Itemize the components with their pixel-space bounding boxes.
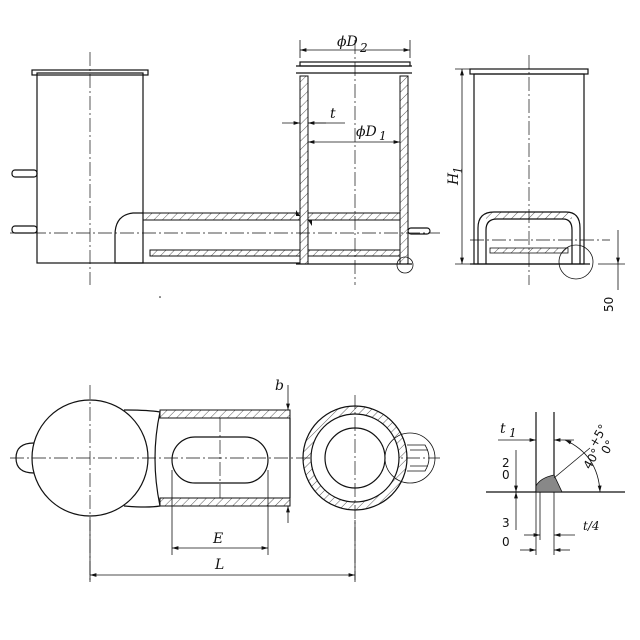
angle-label-group: 40° +5° 0° [580, 422, 617, 472]
left-plan-handle [15, 442, 35, 474]
d2-subscript: 2 [359, 41, 368, 55]
side-channel-hatch [486, 212, 572, 219]
angle-tol-zero: 0° [598, 438, 617, 457]
weld-fillet [535, 474, 563, 493]
plan-channel-bottom [159, 497, 291, 507]
dev-bot-b: 0 [502, 535, 510, 549]
stray-dot [159, 296, 161, 298]
left-handle-lower [11, 225, 38, 234]
fifty-label: 50 [602, 297, 616, 312]
inner-plate-lower [307, 249, 401, 257]
channel-bottom-wall [149, 249, 301, 257]
channel-end-cap [114, 212, 143, 264]
d2-label: ϕD [337, 34, 358, 50]
channel-top-wall [142, 212, 301, 221]
b-label: b [275, 378, 284, 394]
channel-bulge [123, 409, 161, 508]
dev-top-b: 0 [502, 468, 510, 482]
left-handle-upper [11, 169, 38, 178]
weld-detail-view: t 1 2 0 3 0 t/4 40° +5° 0° [486, 412, 625, 555]
fifty-label-group: 50 [602, 297, 616, 312]
cylinder-right-handle [407, 227, 431, 235]
weld-detail-circle [396, 256, 414, 274]
side-base-plate [489, 247, 569, 254]
h1-label-group: H 1 [446, 166, 465, 186]
t1-label: t [500, 421, 506, 437]
l-label: L [214, 557, 224, 573]
plan-right-lug [407, 444, 430, 472]
cylinder-right-wall [399, 75, 409, 265]
front-elevation-view: ϕD 2 t ϕD 1 [10, 34, 440, 285]
angle-arc [564, 439, 602, 493]
h1-subscript: 1 [451, 166, 465, 174]
t1-subscript: 1 [509, 426, 517, 440]
dev-top-a: 2 [502, 456, 510, 470]
t-label: t [330, 106, 336, 122]
left-tank-circle [31, 399, 149, 517]
plan-channel-top [159, 409, 291, 419]
side-detail-circle [558, 244, 594, 280]
d1-label: ϕD [356, 124, 377, 140]
inner-plate-upper [307, 212, 401, 221]
t4-label: t/4 [583, 519, 600, 533]
dev-bot-a: 3 [502, 516, 510, 530]
d1-subscript: 1 [379, 129, 387, 143]
weld-mark-2 [308, 220, 312, 226]
plan-detail-circle [384, 432, 436, 484]
h1-label: H [446, 172, 462, 186]
cylinder-left-wall [299, 75, 309, 265]
side-view: H 1 50 [446, 55, 625, 312]
weld-mark-1 [296, 210, 300, 216]
plan-view: b E L [10, 378, 440, 582]
e-label: E [212, 531, 223, 547]
